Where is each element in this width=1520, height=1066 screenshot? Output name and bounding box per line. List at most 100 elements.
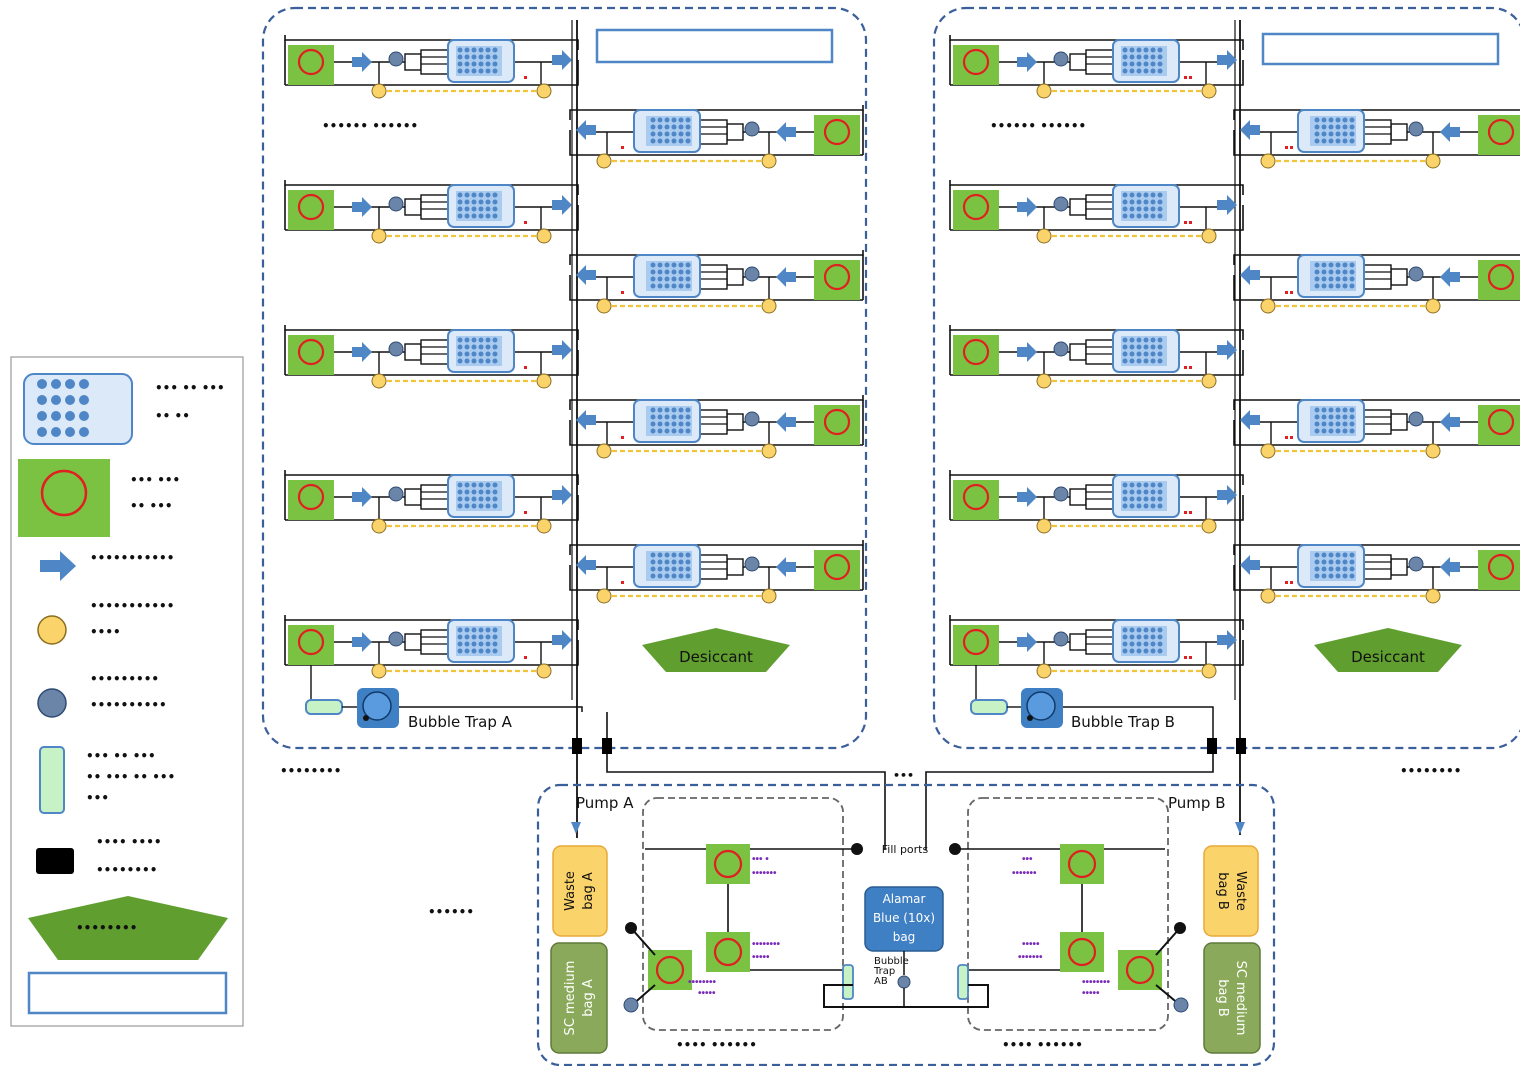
sc-medium-bag-b-line1: SC medium <box>1233 961 1248 1036</box>
legend-text-8: •••••••• <box>76 921 137 935</box>
legend-text-6b: •• ••• •• ••• <box>86 770 175 784</box>
culture-row-a7 <box>283 468 580 535</box>
bubble-trap-ab-line2: Trap <box>873 966 895 977</box>
culture-row-a4 <box>570 250 863 313</box>
legend-text-5b: •••••••••• <box>90 698 167 712</box>
fill-port-b <box>949 843 961 855</box>
interconnect-lines: ••• • ••••••• •••••••• ••• ••• <box>280 712 1461 919</box>
incubator-a: •••••• •••••• Desiccant Bubble Trap A <box>261 6 868 838</box>
pump-b-valve-mid <box>1058 930 1106 974</box>
pump-a-region <box>642 797 844 1031</box>
culture-row-a5 <box>283 323 580 390</box>
sc-medium-bag-a-line2: bag A <box>581 979 596 1017</box>
pump-b-region <box>967 797 1169 1031</box>
culture-row-b7 <box>950 470 1243 533</box>
pump-a-valve-top <box>704 842 752 886</box>
purple-mark-a5: •••••••• <box>688 977 717 988</box>
culture-row-a1 <box>283 33 580 100</box>
culture-row-b8 <box>1234 540 1520 603</box>
alamar-line3: bag <box>893 930 916 944</box>
legend-text-1b: •• •• <box>155 409 190 423</box>
dots-right-caption: •••••••• <box>1400 764 1461 778</box>
flow-arrow-icon <box>40 551 76 581</box>
culture-row-b6 <box>1234 395 1520 458</box>
pump-b-label: Pump B <box>1168 794 1225 812</box>
waste-bag-a <box>552 845 608 937</box>
waste-bag-a-line2: bag A <box>581 872 596 910</box>
purple-mark-a1: ••• • <box>752 854 769 865</box>
waste-bag-b <box>1203 845 1259 937</box>
waste-bag-b-line2: bag B <box>1215 872 1230 910</box>
pump-a-valve-left <box>646 948 694 992</box>
dots-left-caption: •••••••• <box>280 764 341 778</box>
culture-row-b9 <box>950 615 1243 678</box>
legend-text-5: ••••••••• <box>90 672 159 686</box>
desiccant-b-label: Desiccant <box>1351 648 1425 666</box>
purple-mark-b6: ••••• <box>1082 988 1100 999</box>
desiccant-a <box>642 628 790 672</box>
alamar-line1: Alamar <box>883 892 926 906</box>
connector-b1 <box>1207 738 1217 754</box>
culture-row-b3 <box>950 180 1243 243</box>
purple-mark-b4: ••••••• <box>1018 952 1043 963</box>
gray-valve-icon <box>37 688 67 718</box>
purple-mark-a6: ••••• <box>698 988 716 999</box>
pump-b-valve-top <box>1058 842 1106 886</box>
dots-pump-a: •••• •••••• <box>676 1038 757 1052</box>
purple-mark-b3: ••••• <box>1022 939 1040 950</box>
bubble-trap-a <box>357 688 399 728</box>
culture-row-a9 <box>283 613 580 680</box>
purple-mark-a2: ••••••• <box>752 868 777 879</box>
pump-a-label: Pump A <box>576 794 634 812</box>
culture-row-a2 <box>570 105 863 168</box>
dots-pump-b: •••• •••••• <box>1002 1038 1083 1052</box>
sc-medium-bag-b-line2: bag B <box>1215 979 1230 1017</box>
culture-row-a6 <box>570 395 863 458</box>
incubator-b: •••••• •••••• Desiccant Bubble Trap B <box>932 6 1520 835</box>
desiccant-a-label: Desiccant <box>679 648 753 666</box>
label-box-b <box>1261 32 1500 66</box>
bubble-trap-b <box>1021 688 1063 728</box>
legend-text-7b: •••••••• <box>96 863 157 877</box>
yellow-valve-icon <box>37 615 67 645</box>
purple-mark-b1: ••• <box>1022 854 1033 865</box>
legend-text-2b: •• ••• <box>130 499 173 513</box>
green-capsule-icon <box>39 746 65 814</box>
connector-a1 <box>572 738 582 754</box>
culture-row-b2 <box>1234 105 1520 168</box>
purple-mark-a4: ••••• <box>752 952 770 963</box>
dots-a-top: •••••• •••••• <box>322 119 418 133</box>
alamar-line2: Blue (10x) <box>873 911 935 925</box>
bubble-trap-a-label: Bubble Trap A <box>408 713 513 731</box>
green-capsule-pump-b <box>957 964 969 1000</box>
legend-text-4b: •••• <box>90 625 121 639</box>
desiccant-b <box>1314 628 1462 672</box>
purple-mark-b2: ••••••• <box>1012 868 1037 879</box>
bubble-trap-ab-line1: Bubble <box>874 956 909 967</box>
desiccant-icon <box>28 896 228 960</box>
dots-b-top: •••••• •••••• <box>990 119 1086 133</box>
waste-bag-b-line1: Waste <box>1233 871 1248 911</box>
culture-row-b4 <box>1234 250 1520 313</box>
sc-medium-bag-b <box>1203 942 1261 1054</box>
purple-mark-a3: •••••••• <box>752 939 781 950</box>
legend-text-4: ••••••••••• <box>90 599 174 613</box>
purple-mark-b5: •••••••• <box>1082 977 1111 988</box>
fill-port-a <box>851 843 863 855</box>
legend-text-6: ••• •• ••• <box>86 749 156 763</box>
sc-medium-bag-a <box>550 942 608 1054</box>
legend-text-2: ••• ••• <box>130 473 180 487</box>
bubble-trap-ab-line3: AB <box>874 976 888 987</box>
legend-text-7: •••• •••• <box>96 835 162 849</box>
legend-panel: ••• •• ••• •• •• ••• ••• •• ••• ••••••••… <box>10 356 244 1027</box>
legend-text-3: ••••••••••• <box>90 551 174 565</box>
legend-text-1: ••• •• ••• <box>155 381 225 395</box>
green-capsule-pump-a <box>842 964 854 1000</box>
dots-mid: ••• <box>893 769 914 782</box>
pump-box: Pump A Pump B Waste bag A SC medium bag … <box>536 783 1276 1066</box>
label-box-a <box>595 28 834 64</box>
green-capsule-a <box>305 699 343 715</box>
culture-row-b5 <box>950 325 1243 388</box>
waste-bag-a-line1: Waste <box>563 871 578 911</box>
